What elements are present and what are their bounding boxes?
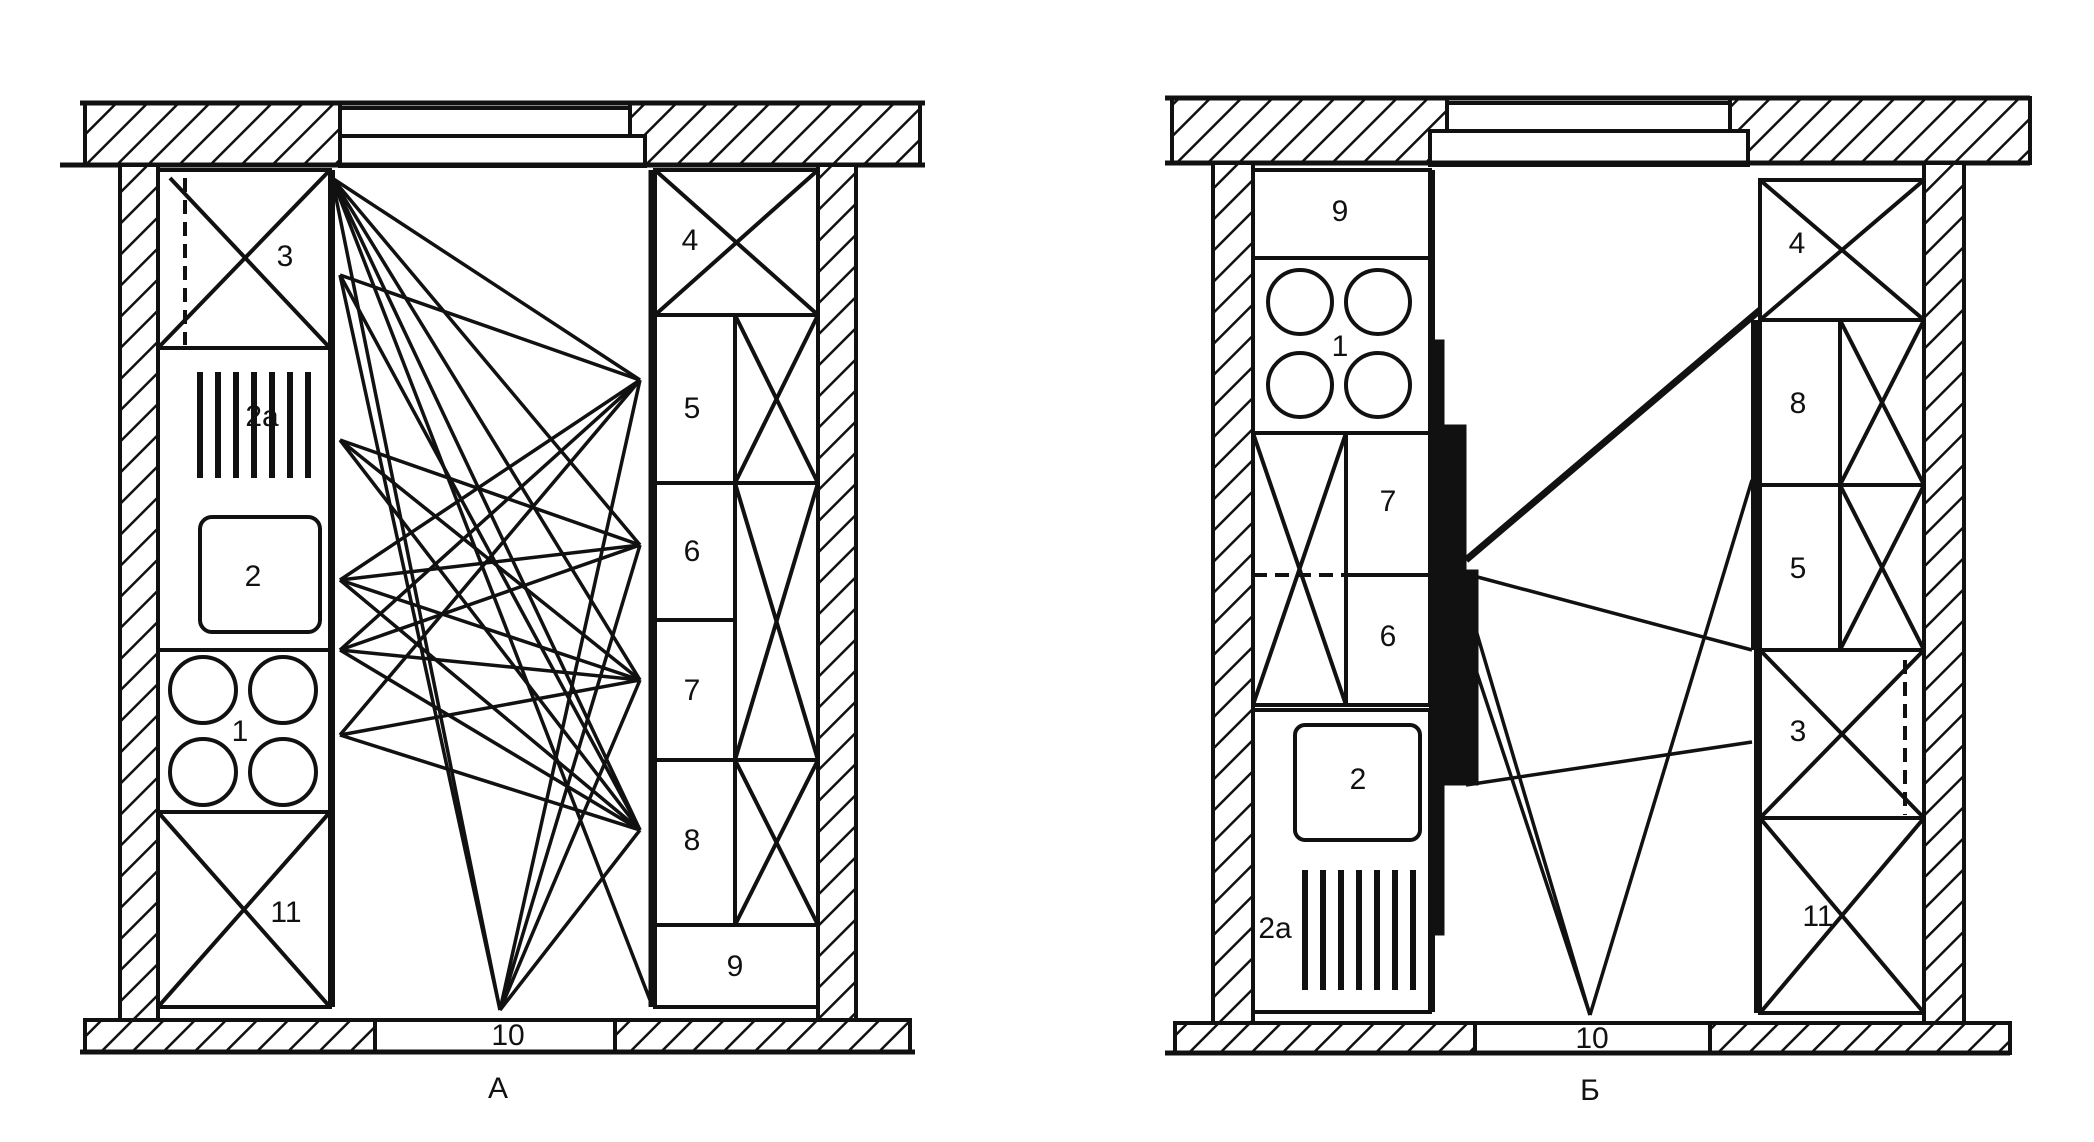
label-9: 9 — [1332, 195, 1349, 228]
label-2a: 2а — [245, 400, 279, 433]
label-7: 7 — [684, 674, 701, 707]
labels-b: 9 1 7 6 2 2а 4 8 5 3 11 10 Б — [1258, 195, 1833, 1107]
diagram-a: 3 2а 2 1 11 4 5 6 7 8 9 10 А — [60, 100, 925, 1105]
right-run-a — [648, 168, 820, 1009]
label-2a: 2а — [1258, 912, 1292, 945]
label-2: 2 — [245, 560, 262, 593]
unit-5-b — [1758, 483, 1842, 652]
right-run-b — [1751, 178, 1926, 1015]
label-4: 4 — [682, 224, 699, 257]
worktop-b — [1431, 339, 1479, 936]
label-9: 9 — [727, 950, 744, 983]
movement-lines-b — [1463, 307, 1763, 1016]
label-11: 11 — [270, 896, 301, 929]
label-1: 1 — [232, 715, 249, 748]
label-11: 11 — [1802, 900, 1833, 933]
burner-icons — [168, 655, 318, 807]
label-10: 10 — [491, 1019, 524, 1052]
burner-icons — [1266, 268, 1412, 419]
caption-a: А — [488, 1072, 508, 1105]
label-3: 3 — [1790, 715, 1807, 748]
oven-grille-icon — [1302, 870, 1416, 990]
label-3: 3 — [277, 240, 294, 273]
left-run-b — [1251, 168, 1435, 1014]
label-8: 8 — [1790, 387, 1807, 420]
movement-lines-a — [330, 176, 652, 1012]
label-4: 4 — [1789, 227, 1806, 260]
label-8: 8 — [684, 824, 701, 857]
unit-7-b — [1344, 431, 1432, 577]
unit-6-b — [1344, 573, 1432, 707]
unit-6-a — [653, 481, 737, 622]
unit-9-a — [653, 923, 820, 1009]
oven-door-icon — [198, 515, 322, 634]
diagram-b: 9 1 7 6 2 2а 4 8 5 3 11 10 Б — [1165, 95, 2032, 1107]
label-6: 6 — [1380, 620, 1397, 653]
label-7: 7 — [1380, 485, 1397, 518]
caption-b: Б — [1580, 1074, 1600, 1107]
unit-7-a — [653, 618, 737, 762]
label-5: 5 — [1790, 552, 1807, 585]
labels-a: 3 2а 2 1 11 4 5 6 7 8 9 10 А — [232, 224, 744, 1105]
left-run-a — [156, 168, 335, 1009]
label-5: 5 — [684, 392, 701, 425]
unit-8-b — [1758, 318, 1842, 487]
walls-b — [1165, 95, 2032, 1056]
label-1: 1 — [1332, 330, 1349, 363]
label-2: 2 — [1350, 763, 1367, 796]
label-10: 10 — [1575, 1022, 1608, 1055]
label-6: 6 — [684, 535, 701, 568]
oven-door-icon — [1293, 723, 1422, 842]
oven-grille-icon — [197, 372, 311, 478]
